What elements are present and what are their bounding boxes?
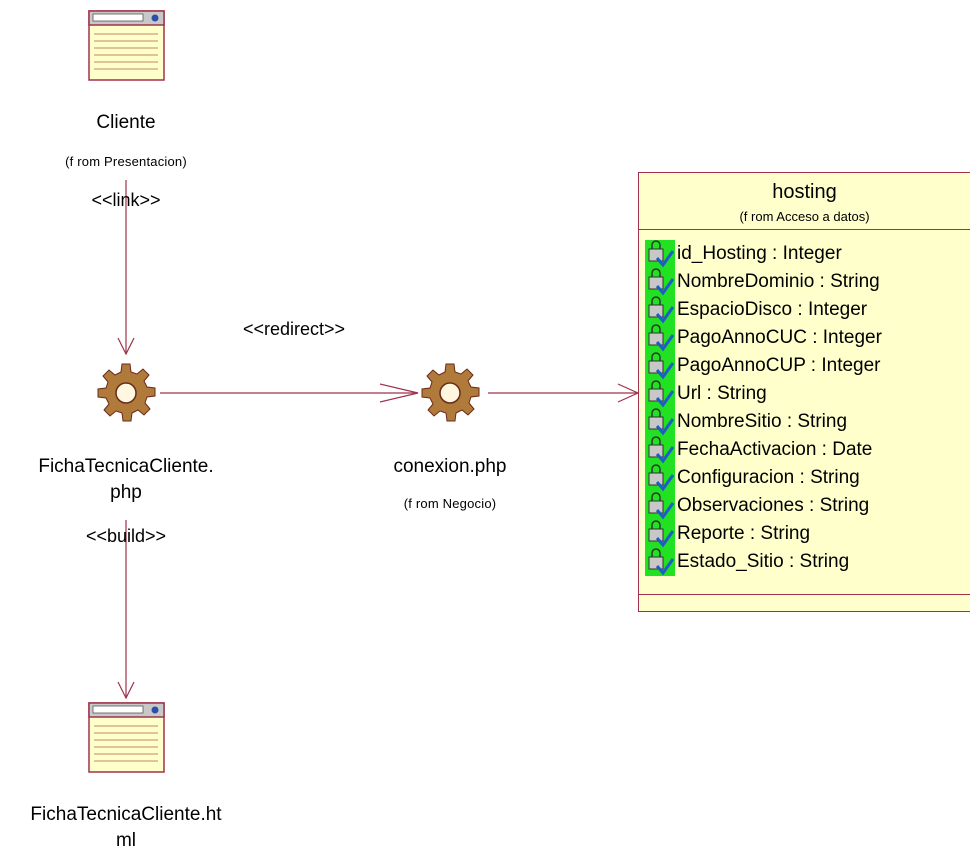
ficha-php-label-line1: FichaTecnicaCliente. xyxy=(38,456,214,477)
client-from-label: (f rom Presentacion) xyxy=(65,154,187,169)
hosting-class-header: hosting (f rom Acceso a datos) xyxy=(639,173,970,230)
hosting-class-name: hosting xyxy=(772,181,837,203)
private-attribute-icon xyxy=(645,240,675,268)
conexion-from-label: (f rom Negocio) xyxy=(403,496,497,511)
redirect-arrowhead xyxy=(379,383,419,403)
private-attribute-icon xyxy=(645,520,675,548)
private-attribute-icon xyxy=(645,268,675,296)
private-attribute-icon xyxy=(645,408,675,436)
private-attribute-icon xyxy=(645,380,675,408)
hosting-operations-compartment xyxy=(639,595,970,613)
hosting-class-box[interactable]: hosting (f rom Acceso a datos) id_Hostin… xyxy=(638,172,970,612)
ficha-php-gear-icon[interactable] xyxy=(94,362,158,426)
link-stereotype-label: <<link>> xyxy=(91,190,161,210)
build-stereotype-label: <<build>> xyxy=(85,526,167,546)
ficha-html-label-line2: ml xyxy=(115,830,137,851)
private-attribute-icon xyxy=(645,352,675,380)
redirect-stereotype-label: <<redirect>> xyxy=(242,319,346,339)
link-arrowhead xyxy=(117,337,135,356)
private-attribute-icon xyxy=(645,548,675,576)
private-attribute-icon xyxy=(645,324,675,352)
ficha-html-label-line1: FichaTecnicaCliente.ht xyxy=(30,804,222,825)
conexion-gear-icon[interactable] xyxy=(418,362,482,426)
client-page-icon[interactable] xyxy=(88,10,166,82)
hosting-attributes-compartment: id_Hosting : Integer NombreDominio : Str… xyxy=(639,230,970,595)
private-attribute-icon xyxy=(645,492,675,520)
ficha-html-page-icon[interactable] xyxy=(88,702,166,774)
build-arrowhead xyxy=(117,681,135,700)
conexion-label: conexion.php xyxy=(393,456,507,477)
client-label: Cliente xyxy=(96,112,156,133)
ficha-php-label-line2: php xyxy=(110,482,142,503)
private-attribute-icon xyxy=(645,436,675,464)
hosting-class-from: (f rom Acceso a datos) xyxy=(739,209,870,224)
private-attribute-icon xyxy=(645,296,675,324)
private-attribute-icon xyxy=(645,464,675,492)
